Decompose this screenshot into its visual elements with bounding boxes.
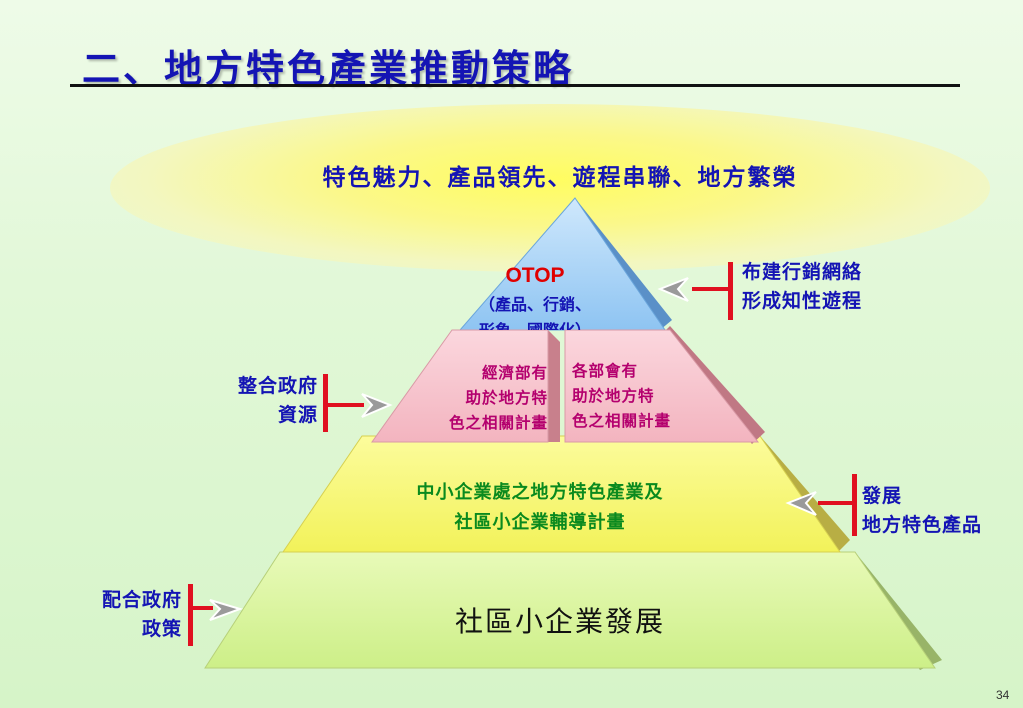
otop-subtitle: （產品、行銷、 形象、國際化） [450,292,620,330]
annotation-base-left-line2: 政策 [141,618,182,640]
annotation-top-right-line1: 布建行銷網絡 [742,261,863,283]
top-right-arrow [657,262,733,320]
base-label: 社區小企業發展 [454,605,665,638]
tier2-left-line2: 助於地方特 [465,388,548,407]
slide-title: 二、地方特色產業推動策略 [82,46,575,91]
pyramid-tier2-right [564,326,765,444]
annotation-top-right-line2: 形成知性遊程 [742,290,863,312]
mid-left-arrow [323,374,393,432]
annotation-tier3-right-line1: 發展 [862,485,903,507]
annotation-mid-left-line1: 整合政府 [237,375,318,397]
pyramid-tier3 [282,435,850,553]
tier2-left-line1: 經濟部有 [481,363,548,382]
annotation-mid-left-line2: 資源 [277,404,318,426]
pyramid-base-tier [204,551,942,670]
otop-subtitle-line2: 形象、國際化） [450,318,620,330]
base-left-arrow [188,584,244,646]
tier2-right-line1: 各部會有 [572,361,639,380]
tier2-right-text: 各部會有 助於地方特 色之相關計畫 [572,358,722,433]
title-underline [70,84,960,87]
annotation-base-left: 配合政府 政策 [64,586,182,644]
otop-label: OTOP [505,264,565,287]
vision-statement: 特色魅力、產品領先、遊程串聯、地方繁榮 [322,164,798,191]
pyramid-tier2-left [371,329,560,443]
tier3-right-arrow [785,474,857,536]
annotation-top-right: 布建行銷網絡 形成知性遊程 [742,258,862,316]
tier3-text: 中小企業處之地方特色產業及 社區小企業輔導計畫 [330,478,750,538]
tier2-left-line3: 色之相關計畫 [448,413,548,432]
annotation-tier3-right-line2: 地方特色產品 [862,514,983,536]
tier3-line1: 中小企業處之地方特色產業及 [416,482,664,503]
tier2-left-text: 經濟部有 助於地方特 色之相關計畫 [406,360,548,435]
page-number: 34 [996,688,1010,702]
tier2-right-line2: 助於地方特 [572,386,655,405]
pyramid-top-tier [458,197,672,331]
otop-subtitle-line1: （產品、行銷、 [478,295,591,314]
annotation-tier3-right: 發展 地方特色產品 [862,482,982,540]
tier3-line2: 社區小企業輔導計畫 [454,512,626,533]
annotation-mid-left: 整合政府 資源 [200,372,318,430]
annotation-base-left-line1: 配合政府 [101,589,182,611]
tier2-right-line3: 色之相關計畫 [572,411,672,430]
